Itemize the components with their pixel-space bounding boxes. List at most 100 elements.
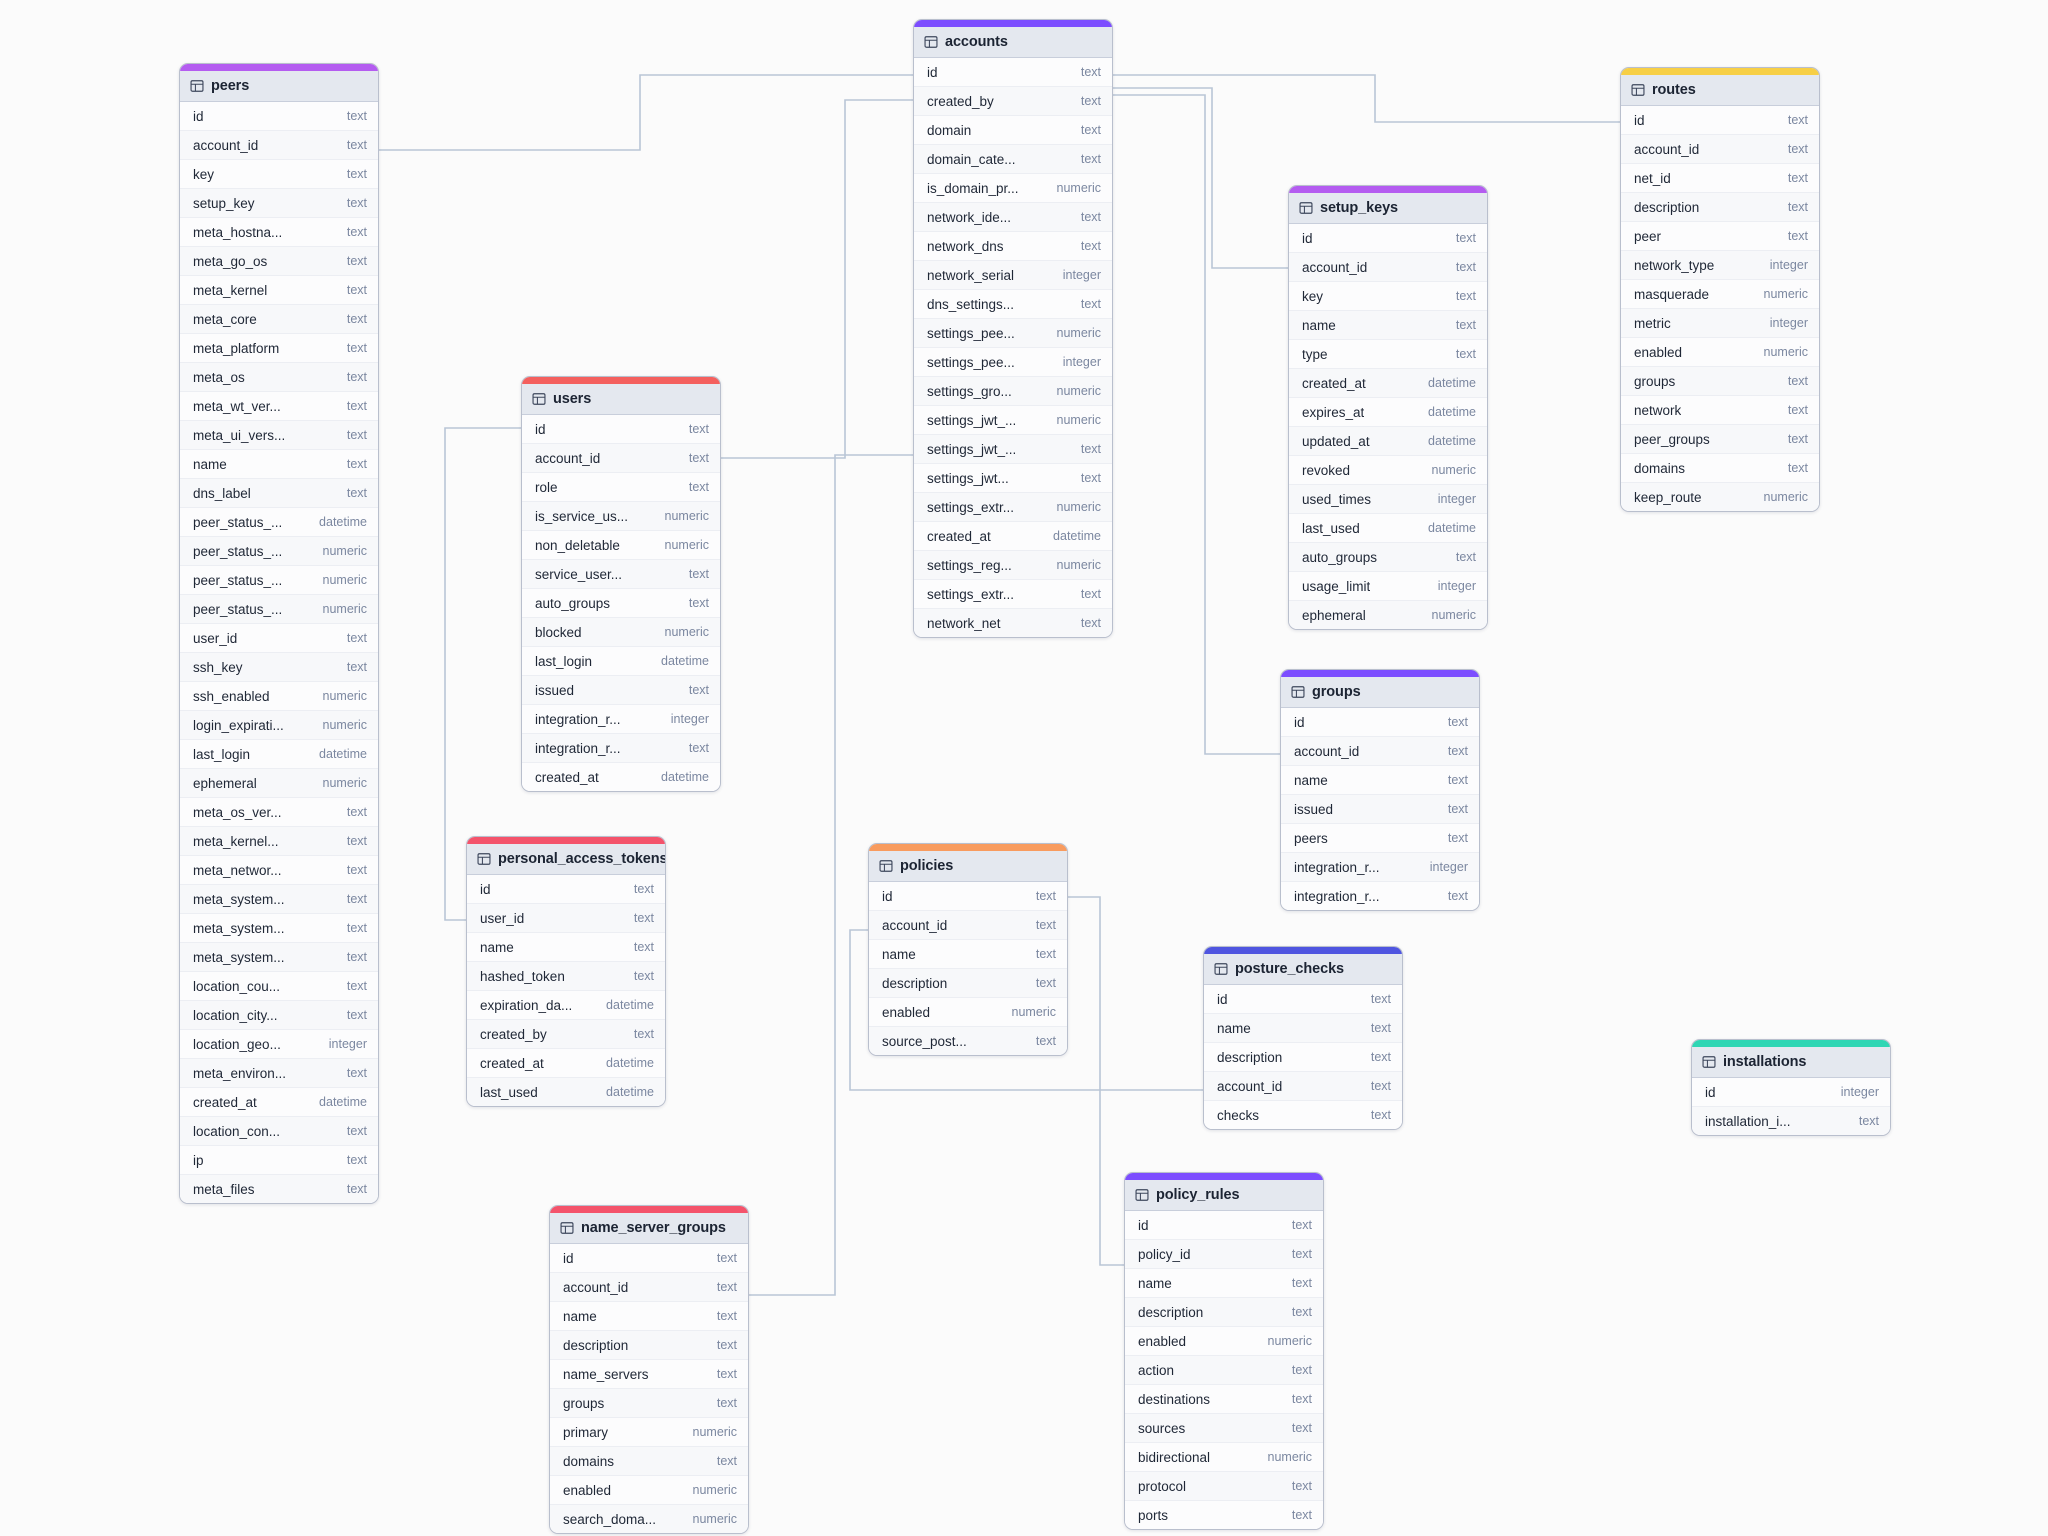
field-row[interactable]: integration_r...integer bbox=[522, 705, 720, 734]
field-row[interactable]: settings_reg...numeric bbox=[914, 551, 1112, 580]
table-header[interactable]: setup_keys bbox=[1289, 193, 1487, 224]
field-row[interactable]: search_doma...numeric bbox=[550, 1505, 748, 1533]
table-header[interactable]: name_server_groups bbox=[550, 1213, 748, 1244]
field-row[interactable]: meta_os_ver...text bbox=[180, 798, 378, 827]
field-row[interactable]: settings_pee...numeric bbox=[914, 319, 1112, 348]
table-header[interactable]: posture_checks bbox=[1204, 954, 1402, 985]
field-row[interactable]: meta_networ...text bbox=[180, 856, 378, 885]
table-header[interactable]: routes bbox=[1621, 75, 1819, 106]
table-header[interactable]: personal_access_tokens bbox=[467, 844, 665, 875]
field-row[interactable]: integration_r...text bbox=[522, 734, 720, 763]
field-row[interactable]: dns_settings...text bbox=[914, 290, 1112, 319]
field-row[interactable]: meta_hostna...text bbox=[180, 218, 378, 247]
field-row[interactable]: settings_jwt...text bbox=[914, 464, 1112, 493]
field-row[interactable]: login_expirati...numeric bbox=[180, 711, 378, 740]
field-row[interactable]: source_post...text bbox=[869, 1027, 1067, 1055]
field-row[interactable]: meta_kernel...text bbox=[180, 827, 378, 856]
field-row[interactable]: settings_jwt_...numeric bbox=[914, 406, 1112, 435]
field-row[interactable]: service_user...text bbox=[522, 560, 720, 589]
field-row[interactable]: is_domain_pr...numeric bbox=[914, 174, 1112, 203]
field-row[interactable]: peer_status_...datetime bbox=[180, 508, 378, 537]
field-row[interactable]: integration_r...text bbox=[1281, 882, 1479, 910]
field-row[interactable]: peer_status_...numeric bbox=[180, 566, 378, 595]
table-header[interactable]: users bbox=[522, 384, 720, 415]
field-row[interactable]: meta_system...text bbox=[180, 914, 378, 943]
field-row[interactable]: location_cou...text bbox=[180, 972, 378, 1001]
field-row[interactable]: installation_i...text bbox=[1692, 1107, 1890, 1135]
field-row[interactable]: location_con...text bbox=[180, 1117, 378, 1146]
field-row[interactable]: settings_extr...numeric bbox=[914, 493, 1112, 522]
field-row[interactable]: settings_pee...integer bbox=[914, 348, 1112, 377]
